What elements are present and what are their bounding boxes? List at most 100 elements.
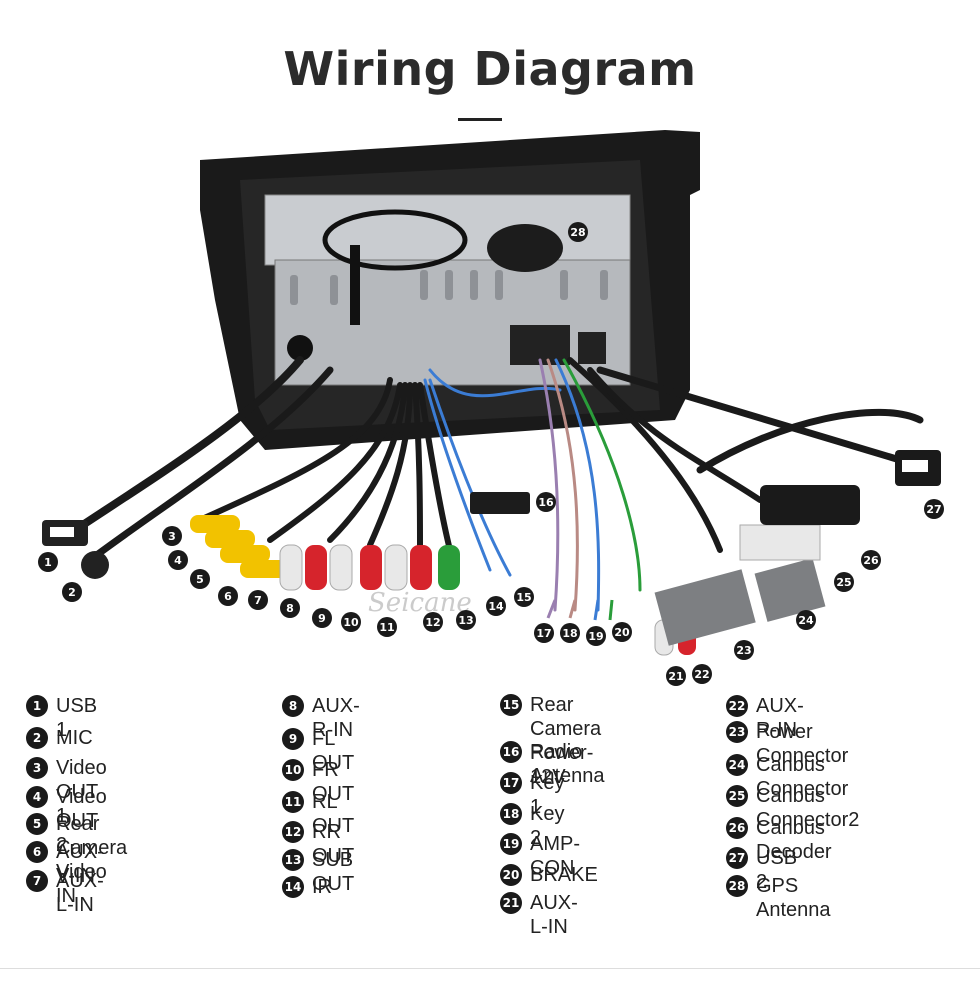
legend-number: 8: [282, 695, 304, 717]
legend-label: Radio Antenna: [530, 741, 605, 787]
legend-item: 10 FR OUT: [282, 758, 354, 806]
usb2-port: [902, 460, 928, 472]
power-connector: [654, 569, 756, 646]
legend-number: 28: [726, 875, 748, 897]
callout-11: 11: [377, 617, 397, 637]
legend-item: 23 Power Connector: [726, 720, 848, 768]
usb-socket: [578, 332, 606, 364]
canbus-connector: [754, 558, 826, 622]
legend-number: 20: [500, 864, 522, 886]
chassis-vents: [290, 270, 608, 305]
legend-number: 1: [26, 695, 48, 717]
legend-number: 27: [726, 847, 748, 869]
legend-item: 1 USB 1: [26, 694, 97, 742]
legend-number: 12: [282, 821, 304, 843]
callout-21: 21: [666, 666, 686, 686]
callout-18: 18: [560, 623, 580, 643]
callout-14: 14: [486, 596, 506, 616]
callout-27: 27: [924, 499, 944, 519]
bottom-divider: [0, 968, 980, 969]
callout-17: 17: [534, 623, 554, 643]
legend-number: 11: [282, 791, 304, 813]
callout-1: 1: [38, 552, 58, 572]
loose-wire-ends: [546, 599, 614, 621]
title-underline: [458, 118, 502, 121]
legend-label: AUX-L-IN: [56, 870, 104, 916]
legend-item: 11 RL OUT: [282, 790, 354, 838]
callout-7: 7: [248, 590, 268, 610]
legend-item: 22 AUX-R-IN: [726, 694, 804, 742]
audio-rca-group: [279, 544, 460, 591]
legend-item: 20 BRAKE: [500, 863, 598, 887]
usb1-port: [50, 527, 74, 537]
legend-item: 8 AUX-R-IN: [282, 694, 360, 742]
legend-item: 9 FL OUT: [282, 727, 354, 775]
wiring-diagram-illustration: Seicane 1 2 3 4 5 6 7 8 9 10 11 12 13 14…: [0, 120, 980, 690]
legend-label: AUX-V-IN: [56, 841, 104, 887]
legend-number: 22: [726, 695, 748, 717]
legend-item: 25 Canbus Connector2: [726, 784, 859, 832]
legend-label: RR OUT: [312, 821, 355, 867]
legend-number: 10: [282, 759, 304, 781]
legend-number: 15: [500, 694, 522, 716]
legend-label: USB 1: [56, 695, 98, 741]
legend-item: 17 Key 1: [500, 771, 564, 819]
callout-20: 20: [612, 622, 632, 642]
legend-label: USB 2: [756, 847, 798, 893]
legend-number: 25: [726, 785, 748, 807]
legend-label: MIC: [56, 727, 93, 749]
legend-number: 23: [726, 721, 748, 743]
legend-label: SUB OUT: [312, 849, 355, 895]
legend-label: FL OUT: [312, 728, 355, 774]
legend-label: Power Connector: [756, 721, 849, 767]
legend-label: Canbus Decoder: [756, 817, 832, 863]
legend-label: Key 1: [530, 772, 565, 818]
callout-6: 6: [218, 586, 238, 606]
main-harness-socket: [510, 325, 570, 365]
callout-8: 8: [280, 598, 300, 618]
legend-label: GPS Antenna: [756, 875, 831, 921]
callout-3: 3: [162, 526, 182, 546]
legend-number: 24: [726, 754, 748, 776]
callout-2: 2: [62, 582, 82, 602]
callout-26: 26: [861, 550, 881, 570]
video-rca-group: [190, 515, 290, 578]
legend-number: 6: [26, 841, 48, 863]
callout-9: 9: [312, 608, 332, 628]
legend-label: Video OUT 2: [56, 786, 107, 856]
callout-28: 28: [568, 222, 588, 242]
legend-label: AUX-R-IN: [756, 695, 804, 741]
legend-number: 7: [26, 870, 48, 892]
legend-number: 19: [500, 833, 522, 855]
mic-plug: [81, 551, 109, 579]
legend-label: IR: [312, 876, 332, 898]
legend-number: 17: [500, 772, 522, 794]
legend-number: 3: [26, 757, 48, 779]
head-unit-illustration: [42, 130, 941, 656]
legend-item: 7 AUX-L-IN: [26, 869, 104, 917]
gps-antenna-puck: [487, 224, 563, 272]
legend-number: 9: [282, 728, 304, 750]
callout-4: 4: [168, 550, 188, 570]
callout-16: 16: [536, 492, 556, 512]
legend-label: FR OUT: [312, 759, 355, 805]
legend-label: Canbus Connector2: [756, 785, 860, 831]
legend-label: RL OUT: [312, 791, 355, 837]
legend-item: 28 GPS Antenna: [726, 874, 831, 922]
legend-label: AUX-R-IN: [312, 695, 360, 741]
legend-label: Key 2: [530, 803, 565, 849]
callout-24: 24: [796, 610, 816, 630]
legend-label: BRAKE: [530, 864, 598, 886]
cable-bundle: [56, 356, 924, 612]
callout-23: 23: [734, 640, 754, 660]
legend-item: 12 RR OUT: [282, 820, 354, 868]
legend-label: AMP-CON: [530, 833, 580, 879]
